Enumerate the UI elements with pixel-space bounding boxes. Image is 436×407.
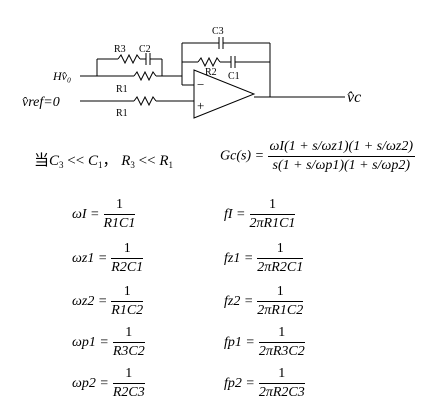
condition-c1: C	[87, 153, 98, 169]
omega-formula-denominator: R3C2	[112, 344, 145, 359]
omega-formula-numerator: 1	[111, 283, 144, 302]
frequency-formula-denominator: 2πR2C1	[257, 260, 304, 275]
transfer-function-fraction: ωI(1 + s/ωz1)(1 + s/ωz2) s(1 + s/ωp1)(1 …	[267, 138, 415, 175]
c3-label: C3	[212, 26, 224, 37]
frequency-formula-numerator: 1	[249, 196, 296, 215]
input-label: Hv̂₀	[52, 69, 71, 83]
r2-label: R2	[205, 67, 217, 78]
condition-r3: R	[121, 153, 131, 169]
omega-formula-denominator: R2C1	[111, 260, 144, 275]
omega-formula-denominator: R1C1	[103, 216, 136, 231]
frequency-formula-lhs: fI =	[224, 206, 246, 222]
opamp-plus-sign: +	[197, 98, 204, 113]
omega-formula-lhs: ωI =	[72, 206, 100, 222]
opamp-minus-sign: −	[197, 77, 204, 92]
omega-formula-lhs: ωp1 =	[72, 334, 109, 350]
ref-label: v̂ref=0	[22, 95, 60, 110]
condition-ll1: <<	[67, 153, 85, 169]
condition: 当C3 << C1， R3 << R1	[34, 149, 173, 170]
frequency-formula-lhs: fz2 =	[224, 293, 254, 309]
r1-bottom-resistor	[133, 95, 157, 107]
frequency-formula-numerator: 1	[257, 240, 304, 259]
condition-c1-sub: 1	[97, 160, 103, 170]
opamp	[193, 69, 256, 119]
frequency-formula-denominator: 2πR1C1	[249, 216, 296, 231]
frequency-formula-denominator: 2πR2C3	[258, 385, 305, 400]
frequency-formula-lhs: fp1 =	[224, 334, 255, 350]
omega-formula-denominator: R2C3	[112, 385, 145, 400]
omega-formula-denominator: R1C2	[111, 303, 144, 318]
condition-comma: ，	[102, 153, 118, 169]
condition-r1-sub: 1	[168, 160, 174, 170]
transfer-function: Gc(s) = ωI(1 + s/ωz1)(1 + s/ωz2) s(1 + s…	[220, 138, 415, 175]
r3-resistor	[117, 53, 141, 65]
output-label: v̂c	[347, 89, 361, 106]
frequency-formula-numerator: 1	[258, 324, 305, 343]
c2-label: C2	[139, 44, 151, 55]
omega-formula-lhs: ωp2 =	[72, 375, 109, 391]
r1-top-resistor	[133, 70, 157, 82]
frequency-formula-lhs: fz1 =	[224, 250, 254, 266]
frequency-formula-numerator: 1	[257, 283, 304, 302]
omega-formula-lhs: ωz2 =	[72, 293, 108, 309]
transfer-function-denominator: s(1 + s/ωp1)(1 + s/ωp2)	[272, 158, 410, 173]
frequency-formula-lhs: fp2 =	[224, 375, 255, 391]
r1-bottom-label: R1	[116, 108, 128, 119]
condition-ll2: <<	[138, 153, 156, 169]
c1-label: C1	[228, 71, 240, 82]
frequency-formula-numerator: 1	[258, 365, 305, 384]
condition-r1: R	[159, 153, 169, 169]
condition-prefix: 当	[34, 153, 50, 169]
condition-r3-sub: 3	[130, 160, 135, 170]
condition-c3: C	[49, 153, 60, 169]
transfer-function-lhs: Gc(s) =	[220, 148, 265, 164]
condition-c3-sub: 3	[59, 160, 64, 170]
omega-formula-numerator: 1	[103, 196, 136, 215]
omega-formula-numerator: 1	[112, 324, 145, 343]
r3-label: R3	[114, 44, 126, 55]
r1-top-label: R1	[116, 84, 128, 95]
omega-formula-numerator: 1	[112, 365, 145, 384]
r2-resistor	[197, 56, 221, 68]
transfer-function-numerator: ωI(1 + s/ωz1)(1 + s/ωz2)	[267, 138, 415, 157]
frequency-formula-denominator: 2πR1C2	[257, 303, 304, 318]
omega-formula-numerator: 1	[111, 240, 144, 259]
frequency-formula-denominator: 2πR3C2	[258, 344, 305, 359]
omega-formula-lhs: ωz1 =	[72, 250, 108, 266]
